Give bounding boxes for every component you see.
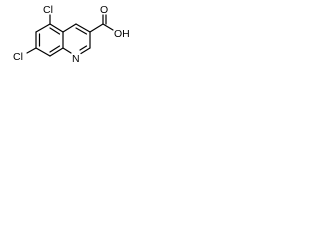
double-bond-c5-c4a xyxy=(49,27,61,35)
bond-c3-carboxyl xyxy=(89,23,104,33)
pyridine-ring xyxy=(62,23,91,55)
hydroxyl-label: OH xyxy=(114,28,130,40)
quinoline-carboxylic-acid-structure: Cl Cl N O OH xyxy=(13,4,130,65)
bond-c7-cl xyxy=(26,47,37,54)
bond-c4-c3 xyxy=(75,23,91,33)
bond-c8-c7 xyxy=(35,47,51,57)
double-bond-c8-c8a xyxy=(49,45,61,53)
chlorine-label-bottom: Cl xyxy=(13,51,23,63)
bond-c6-c5 xyxy=(35,23,51,33)
bond-c2-n1 xyxy=(80,47,91,55)
nitrogen-label: N xyxy=(72,53,80,65)
bond-n1-c8a xyxy=(62,47,72,54)
double-bond-c2-n1 xyxy=(79,45,88,51)
carbonyl-oxygen-label: O xyxy=(100,4,108,16)
bond-c5-c4a xyxy=(49,23,64,33)
chlorine-label-top: Cl xyxy=(43,4,53,16)
bond-carboxyl-oh xyxy=(102,23,114,31)
bond-c8a-c8 xyxy=(49,47,64,57)
double-bond-c4-c3 xyxy=(75,27,88,35)
benzo-ring xyxy=(35,23,64,57)
bond-c4a-c4 xyxy=(62,23,77,33)
